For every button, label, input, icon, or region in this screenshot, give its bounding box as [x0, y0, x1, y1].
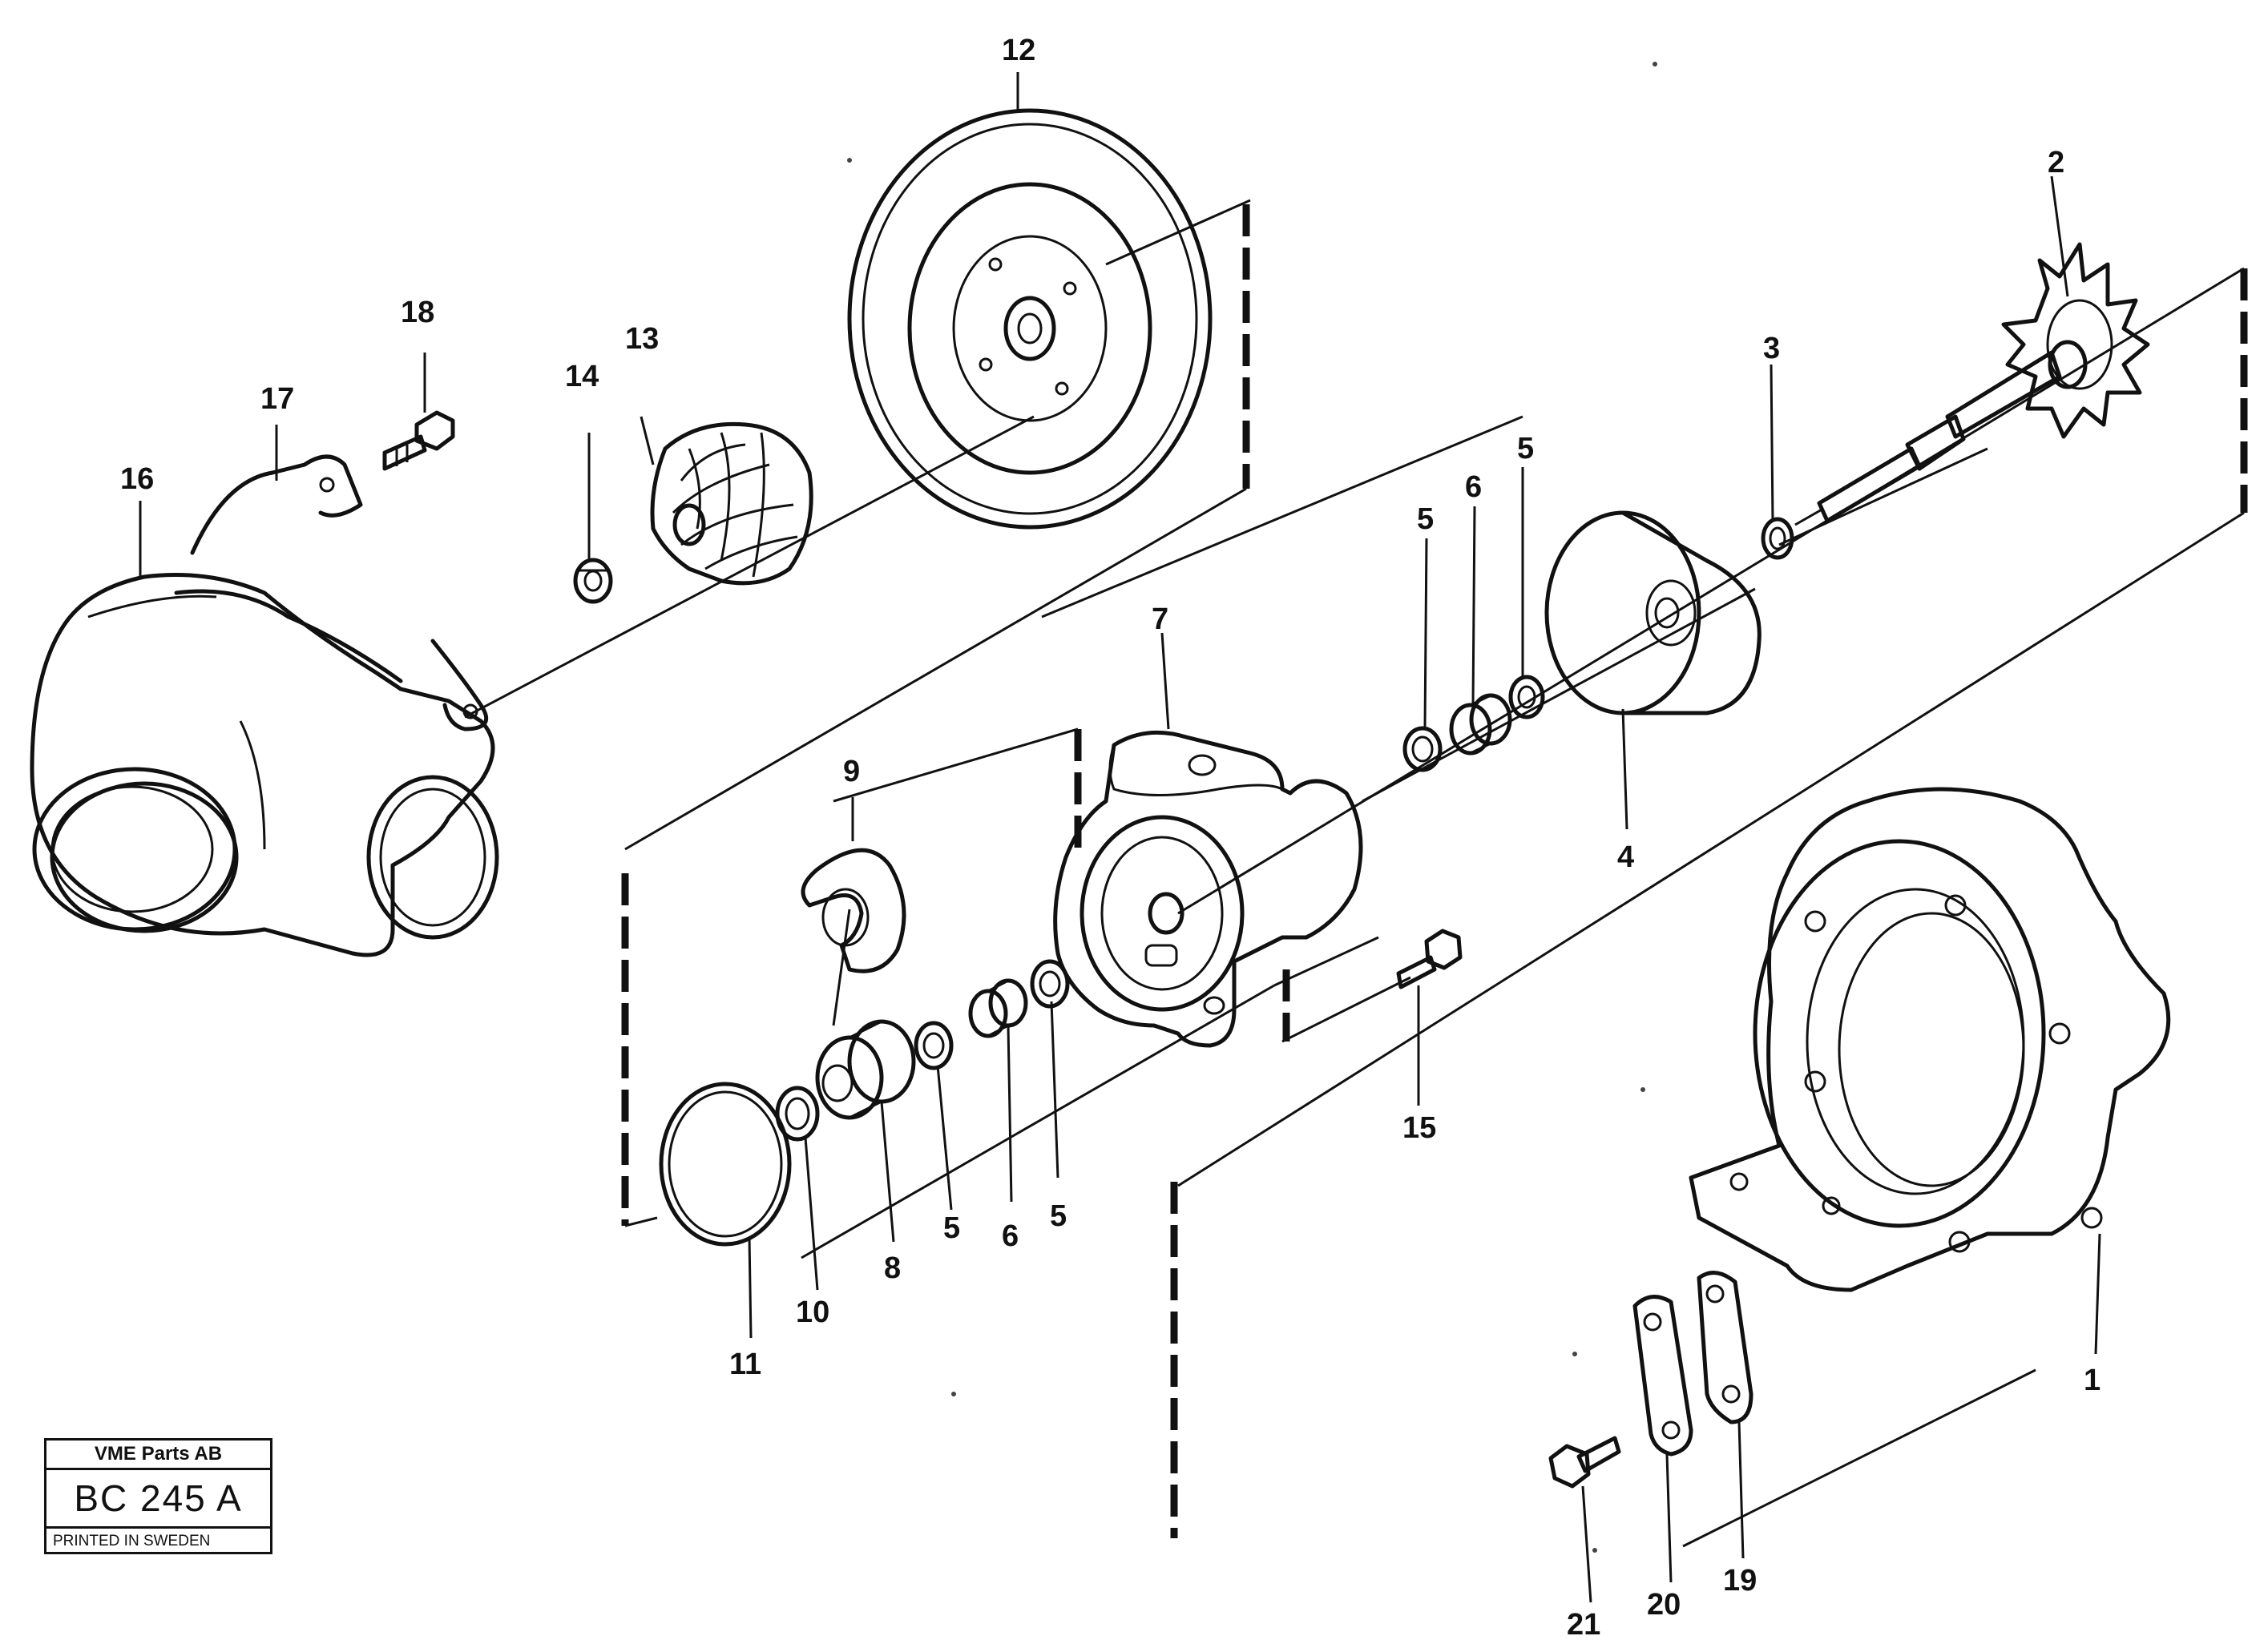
label-11: 11 — [729, 1348, 761, 1381]
company-name: VME Parts AB — [46, 1441, 270, 1470]
bracket-19-part — [1697, 1271, 1753, 1424]
thrust-collar-part — [815, 1019, 916, 1120]
bracket-20-part — [1632, 1295, 1693, 1457]
label-6-upper: 6 — [1465, 470, 1482, 504]
label-16: 16 — [120, 462, 154, 496]
label-4: 4 — [1617, 840, 1634, 874]
label-18: 18 — [401, 296, 434, 329]
assembly-axes — [464, 415, 2036, 1548]
group-frame-lower — [1170, 267, 2248, 1538]
label-13: 13 — [625, 322, 659, 356]
o-ring-part — [659, 1082, 792, 1247]
lower-bearing-set — [914, 959, 1070, 1070]
label-8: 8 — [884, 1251, 901, 1285]
label-3: 3 — [1763, 332, 1780, 365]
drawing-code: BC 245 A — [46, 1470, 270, 1529]
label-17: 17 — [260, 382, 294, 416]
clamp-bolt-part — [382, 410, 455, 471]
title-block: VME Parts AB BC 245 A PRINTED IN SWEDEN — [44, 1438, 272, 1554]
label-10: 10 — [796, 1295, 829, 1329]
printed-note: PRINTED IN SWEDEN — [53, 1533, 211, 1549]
leader-lines — [139, 72, 2101, 1603]
label-19: 19 — [1723, 1564, 1757, 1598]
label-9: 9 — [843, 755, 860, 788]
back-plate-part — [847, 108, 1213, 530]
group-frame-middle — [833, 727, 1082, 849]
upper-bearing-set — [1402, 675, 1545, 772]
label-7: 7 — [1152, 602, 1168, 636]
label-6-lower: 6 — [1002, 1219, 1019, 1253]
turbine-shaft-part — [1794, 242, 2150, 526]
label-5-lower-right: 5 — [1050, 1199, 1067, 1233]
compressor-wheel-part — [650, 421, 813, 586]
screw-part — [1396, 929, 1463, 989]
turbine-housing-part — [1689, 787, 2171, 1292]
label-12: 12 — [1002, 34, 1035, 67]
label-20: 20 — [1647, 1588, 1681, 1622]
label-21: 21 — [1567, 1608, 1600, 1640]
label-15: 15 — [1402, 1111, 1436, 1145]
label-5-lower-left: 5 — [943, 1211, 960, 1245]
thrust-bearing-part — [801, 848, 906, 973]
bearing-housing-part — [1053, 730, 1363, 1048]
label-5-upper-left: 5 — [1417, 502, 1434, 536]
label-14: 14 — [565, 360, 599, 393]
compressor-housing-part — [30, 573, 499, 957]
part-number-labels: 12 2 3 5 6 5 4 7 9 5 6 5 8 10 11 15 1 19… — [120, 34, 2101, 1640]
scan-specks — [847, 62, 1657, 1553]
shaft-nut-part — [573, 558, 613, 604]
label-1: 1 — [2084, 1364, 2101, 1397]
clamp-ring-part — [190, 454, 489, 731]
shaft-circlip-part — [1761, 517, 1794, 560]
label-5-upper-right: 5 — [1517, 432, 1534, 465]
label-2: 2 — [2048, 146, 2064, 179]
bracket-bolt-part — [1548, 1436, 1621, 1489]
